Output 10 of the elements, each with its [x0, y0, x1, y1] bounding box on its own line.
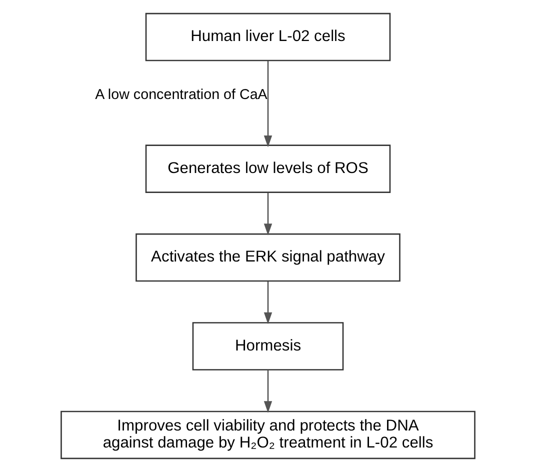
node-box: Generates low levels of ROS — [145, 144, 391, 193]
edge-label: A low concentration of CaA — [95, 86, 268, 103]
arrow — [264, 192, 272, 236]
arrow — [264, 370, 272, 413]
arrow — [264, 281, 272, 324]
node-box: Activates the ERK signal pathway — [136, 233, 400, 282]
node-box: Human liver L-02 cells — [145, 12, 391, 62]
node-box: Hormesis — [192, 322, 344, 370]
arrow — [264, 60, 272, 148]
node-box: Improves cell viability and protects the DNA against damage by H₂O₂ treatment in L-02 cells — [60, 410, 476, 460]
